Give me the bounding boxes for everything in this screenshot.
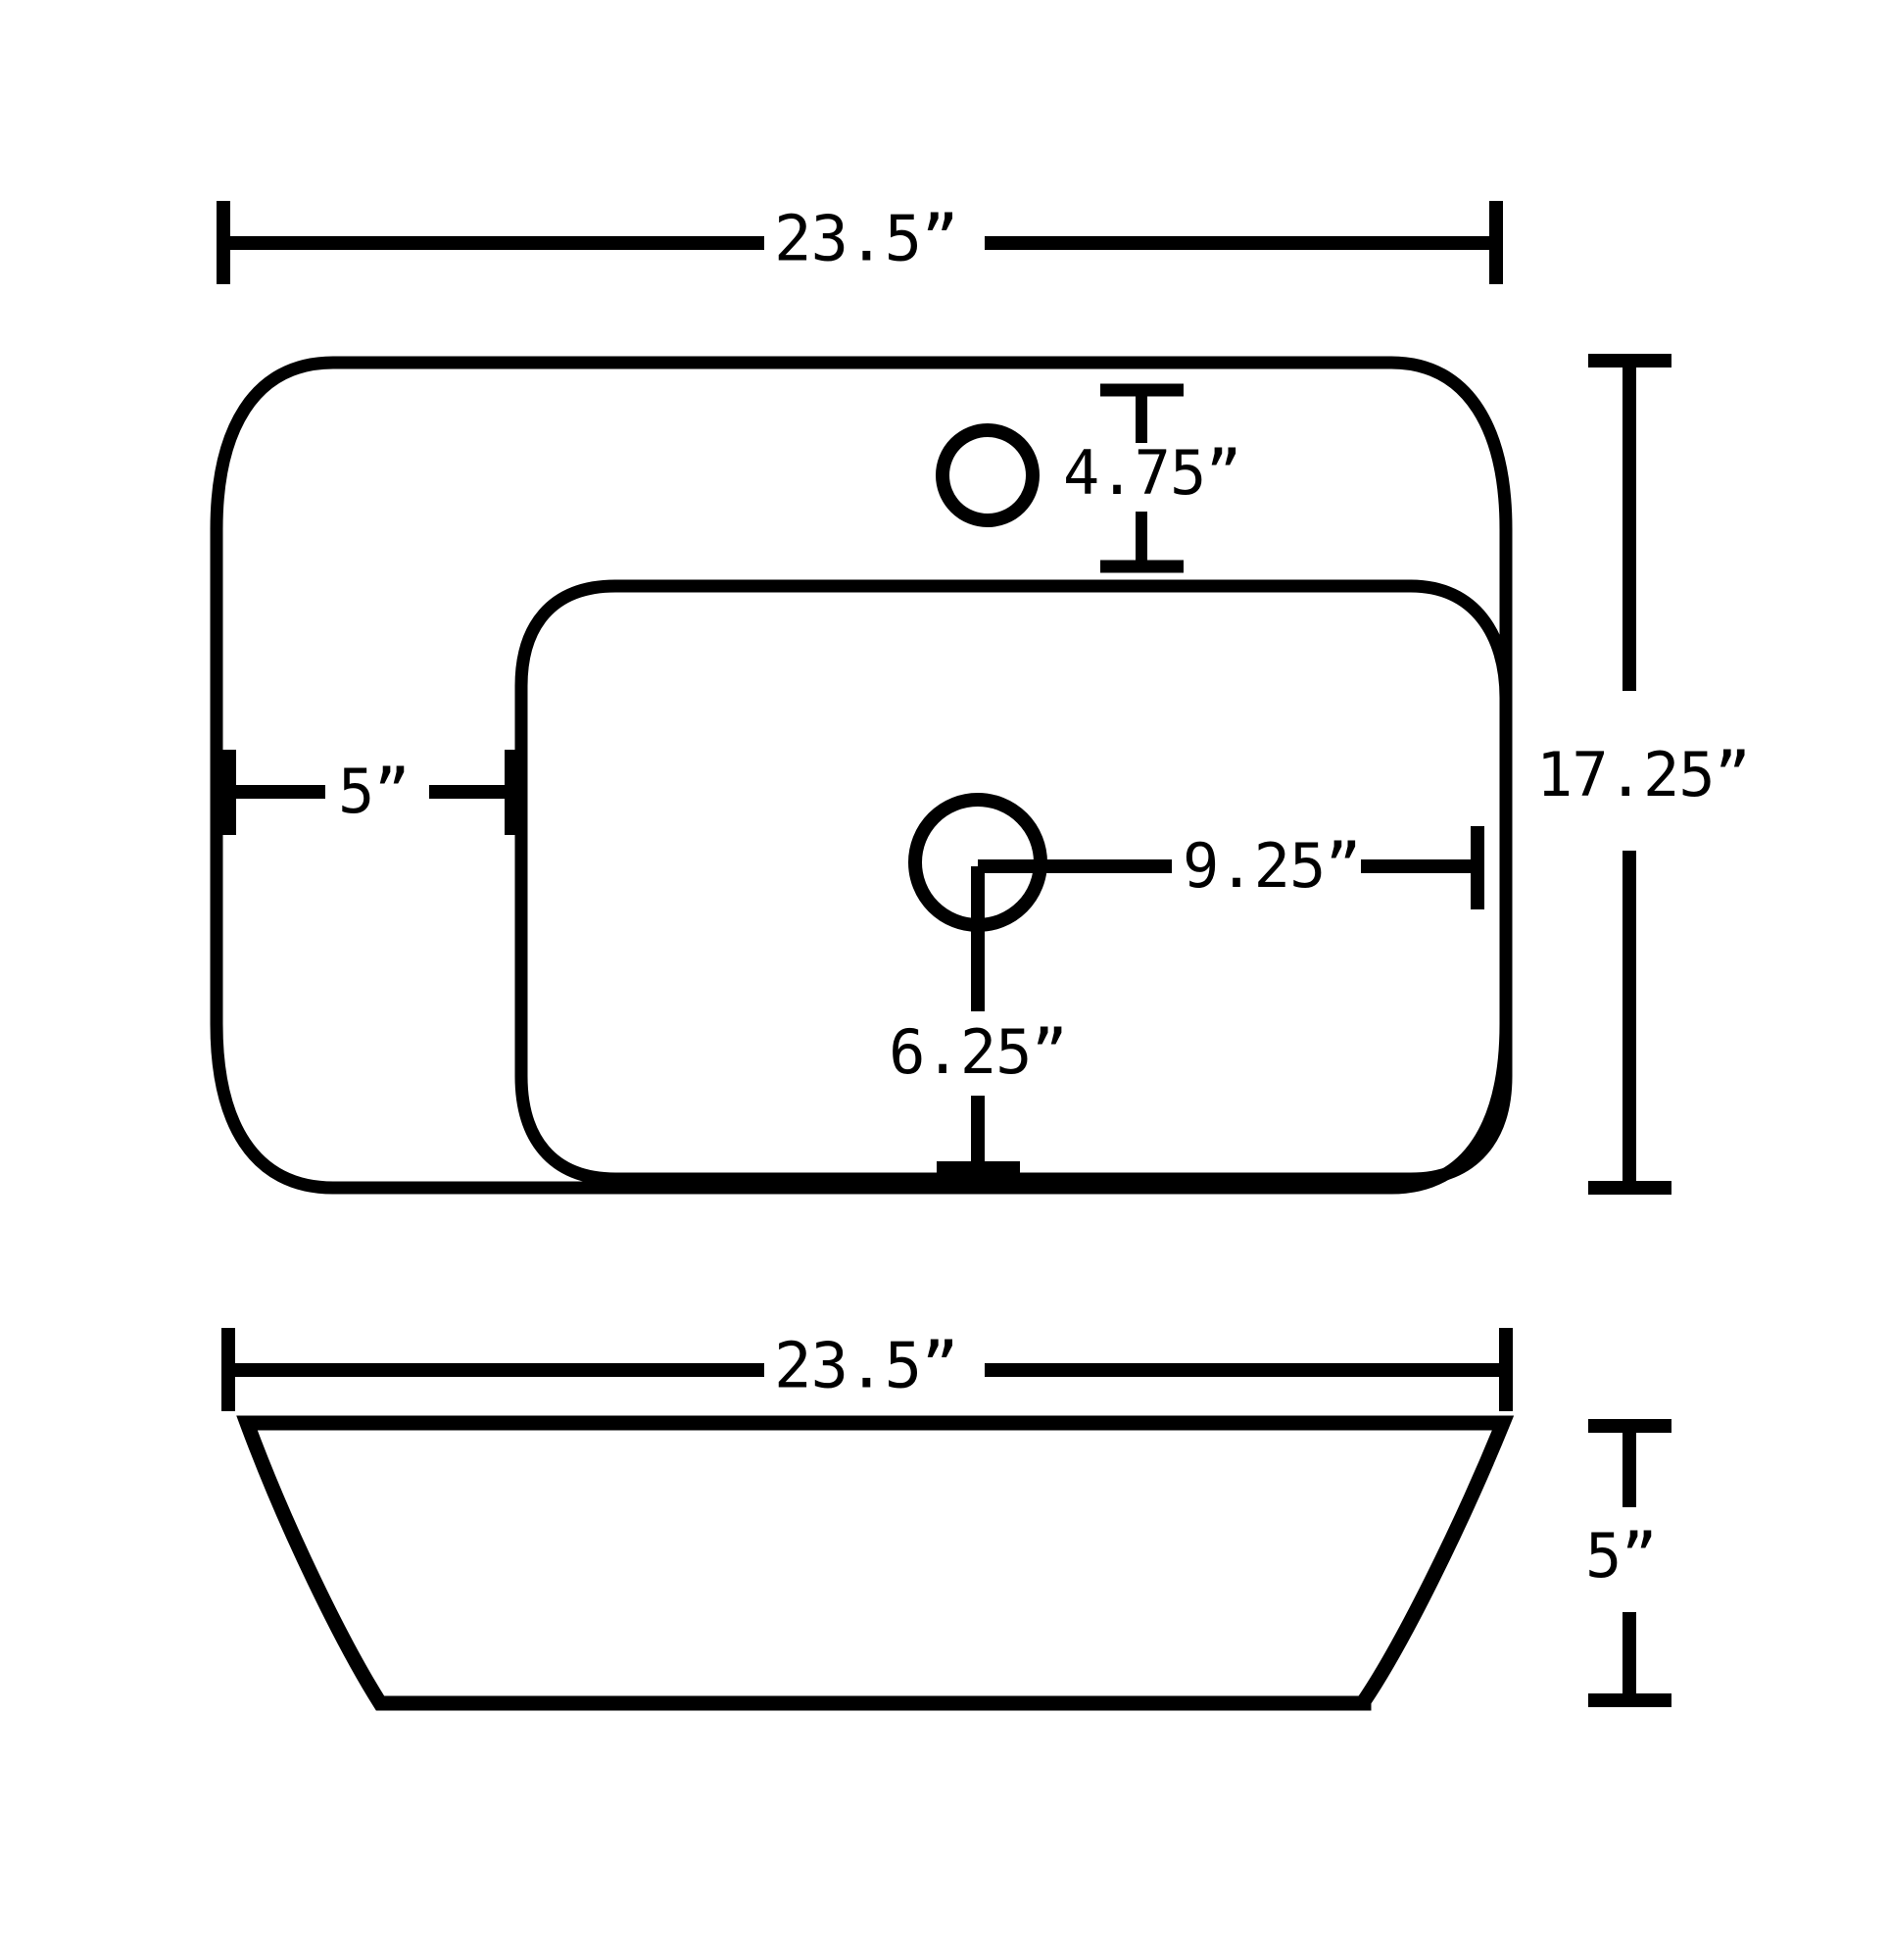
dimension-label-top-width: 23.5” [774,204,958,276]
top-view-group [210,356,1513,1195]
dimension-label-drain-right: 9.25” [1183,830,1361,902]
dimension-label-faucet-offset: 4.75” [1063,437,1241,509]
side-view-group [236,1415,1515,1711]
dimension-top-width: 23.5” [217,201,1503,284]
inner-basin-outline [514,579,1513,1186]
dimension-side-height: 5” [1585,1419,1671,1707]
dimension-side-width: 23.5” [221,1328,1513,1411]
dimension-drain-offset-right: 9.25” [978,826,1484,909]
dimension-drain-offset-bottom: 6.25” [889,866,1068,1175]
faucet-hole-icon [936,423,1040,527]
bowl-profile-outline [236,1415,1515,1711]
dimension-faucet-hole-offset: 4.75” [1063,383,1242,573]
dimension-left-rim-offset: 5” [222,750,518,835]
dimension-label-left-rim: 5” [338,756,410,827]
dimension-right-height: 17.25” [1536,354,1751,1195]
outer-rim-outline [210,356,1513,1195]
dimension-label-right-height: 17.25” [1536,739,1750,810]
dimension-label-side-width: 23.5” [774,1331,958,1403]
dimension-label-side-height: 5” [1585,1520,1657,1592]
dimension-label-drain-bottom: 6.25” [889,1016,1067,1088]
